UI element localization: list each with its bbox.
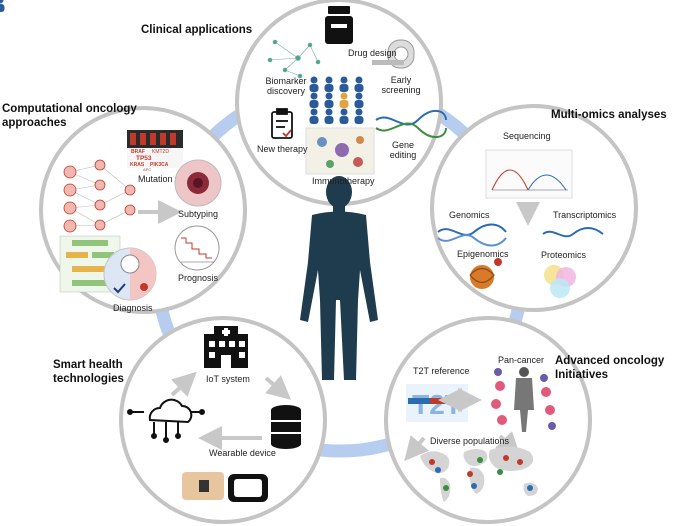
new-therapy-label: New therapy: [257, 144, 308, 154]
proteomics-label: Proteomics: [541, 250, 587, 260]
gene-label: KMT2D: [152, 149, 169, 155]
gene-label: APC: [143, 167, 151, 172]
smarthealth-heading-line2: technologies: [53, 373, 124, 385]
gene-label: PIK3CA: [150, 162, 169, 168]
t2t-reference-label: T2T reference: [413, 366, 470, 376]
immunotherapy-label: Immunotherapy: [312, 176, 375, 186]
t2t-logo-text: T2T: [412, 389, 462, 420]
advanced-heading-line2: Initiatives: [555, 369, 609, 381]
mutation-label: Mutation: [138, 174, 173, 184]
subtyping-label: Subtyping: [178, 209, 219, 219]
pill-bottle-icon: [325, 6, 353, 44]
prognosis-label: Prognosis: [178, 273, 219, 283]
transcriptomics-label: Transcriptomics: [553, 210, 617, 220]
arrow: [170, 371, 197, 397]
epigenomics-label: Epigenomics: [457, 249, 509, 259]
clipboard-icon: [271, 108, 293, 139]
diagnosis-icon: [103, 247, 157, 301]
gene-editing-label-line2: editing: [389, 150, 417, 160]
protein-icon: [544, 265, 576, 298]
survival-curve-icon: [174, 225, 220, 271]
sequencing-label: Sequencing: [503, 131, 551, 141]
mri-scanner-icon: [372, 39, 415, 69]
gene-label: BRAF: [131, 149, 145, 155]
drug-design-label: Drug design: [348, 48, 397, 58]
smartwatch-icon: [228, 474, 268, 502]
mutation-icon: [127, 130, 183, 168]
population-markers: [429, 455, 533, 491]
iot-system-label: IoT system: [206, 374, 250, 384]
database-icon: [271, 405, 301, 449]
gene-label: TP53: [136, 155, 152, 162]
hospital-icon: [204, 326, 248, 368]
computational-heading: Computational oncology approaches: [2, 102, 137, 130]
pan-cancer-figure-icon: [491, 367, 556, 432]
arrow: [404, 435, 429, 462]
computational-heading-line1: Computational oncology: [2, 103, 137, 115]
diverse-populations-label: Diverse populations: [430, 436, 510, 446]
gene-editing-label-line1: Gene: [391, 140, 415, 150]
clinical-heading: Clinical applications: [141, 24, 253, 36]
flowchart-icon: [59, 235, 121, 293]
wearable-device-label: Wearable device: [209, 448, 276, 458]
human-figure-icon: [300, 176, 378, 380]
computational-heading-line2: approaches: [2, 117, 67, 129]
network-graph-icon: [267, 39, 321, 79]
arrow: [264, 375, 292, 400]
advanced-heading-line1: Advanced oncology: [555, 355, 665, 367]
diagnosis-label: Diagnosis: [113, 303, 153, 313]
nucleosome-icon: [469, 258, 502, 289]
neural-network-icon: [63, 159, 136, 233]
smarthealth-heading-line1: Smart health: [53, 359, 123, 371]
sequencing-icon: [485, 149, 573, 199]
dna-helix-icon: [437, 223, 507, 247]
gene-label: KRAS: [130, 162, 145, 168]
smarthealth-heading: Smart health technologies: [53, 358, 124, 386]
biomarker-label-line1: Biomarker: [265, 76, 307, 86]
smarthealth-circle: [119, 316, 327, 524]
early-screening-label-line1: Early: [390, 75, 412, 85]
t2t-logo: T2T: [406, 384, 468, 422]
immunotherapy-image: [305, 127, 375, 175]
arrow: [495, 431, 521, 457]
dna-helix-icon: [375, 110, 447, 138]
genomics-label: Genomics: [449, 210, 490, 220]
cloud-network-icon: [127, 398, 205, 443]
wrist-band-icon: [182, 472, 224, 500]
tissue-subtype-icon: [174, 159, 222, 207]
biomarker-label-line2: discovery: [266, 86, 305, 96]
people-group-icon: [0, 0, 364, 124]
early-screening-label-line2: screening: [381, 85, 421, 95]
multiomics-heading: Multi-omics analyses: [551, 109, 667, 121]
pan-cancer-label: Pan-cancer: [498, 355, 545, 365]
rna-strand-icon: [542, 227, 604, 238]
